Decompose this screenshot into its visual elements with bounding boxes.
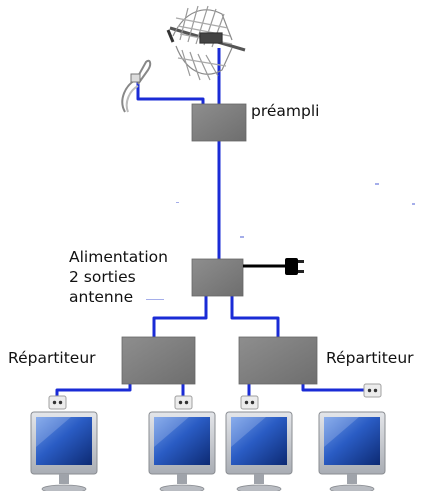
tv-monitor-icon [30, 411, 98, 494]
wall-socket-icon [48, 395, 67, 410]
power-supply-label-line2: 2 sorties [69, 268, 136, 286]
cable-fm-antenna-to-preampli [136, 82, 205, 104]
fm-antenna-icon [121, 59, 152, 113]
preampli-label: préampli [251, 102, 320, 120]
right-splitter-box [238, 336, 318, 385]
wall-socket-icon [363, 383, 382, 398]
power-supply-label: Alimentation 2 sorties antenne [69, 247, 168, 307]
preampli-box [191, 103, 247, 142]
wall-socket-icon [174, 395, 193, 410]
power-supply-label-line1: Alimentation [69, 248, 168, 266]
yagi-antenna-icon [166, 5, 246, 81]
right-splitter-label: Répartiteur [326, 349, 414, 367]
coax-cables [55, 48, 374, 396]
tv-monitor-icon [148, 411, 216, 494]
left-splitter-box [121, 336, 196, 385]
wall-socket-icon [240, 395, 259, 410]
cable-right-splitter-to-tv4 [301, 384, 374, 392]
tv-monitor-icon [318, 411, 386, 494]
tv-monitor-icon [225, 411, 293, 494]
cable-power-supply-to-right-splitter [230, 296, 280, 337]
power-supply-label-line3: antenne [69, 288, 134, 306]
cable-power-supply-to-left-splitter [152, 296, 208, 337]
power-plug-icon [243, 258, 304, 275]
cable-left-splitter-to-tv1 [55, 384, 132, 396]
left-splitter-label: Répartiteur [8, 349, 96, 367]
power-supply-box [191, 258, 244, 297]
